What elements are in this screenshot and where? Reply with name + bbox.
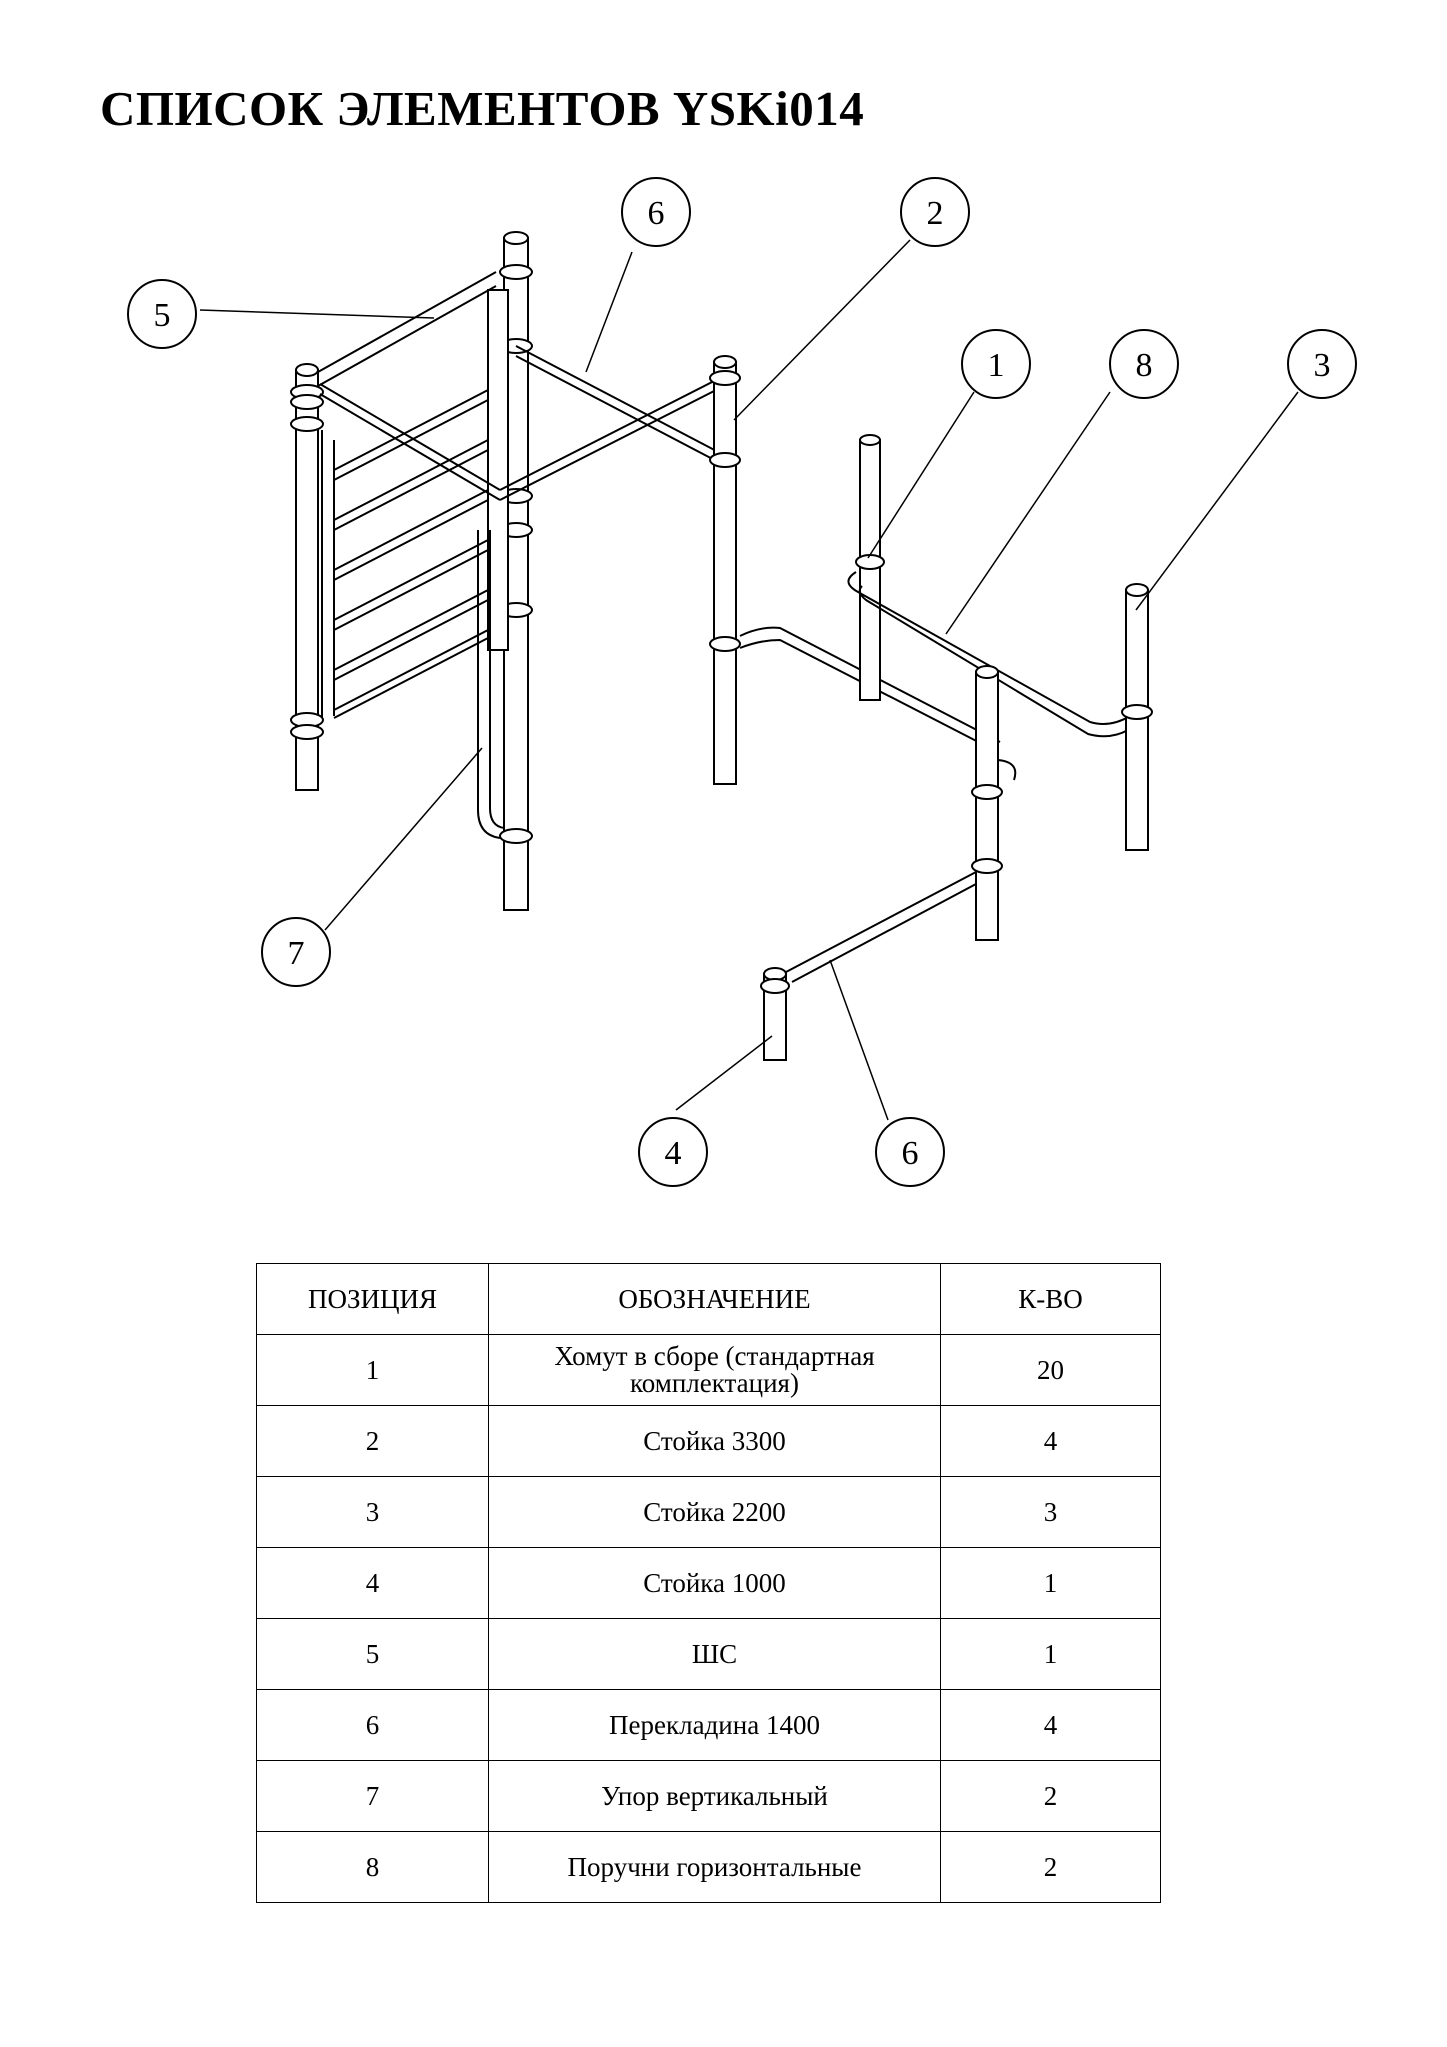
cell-quantity: 2 [940,1831,1161,1903]
table-row: 7 Упор вертикальный 2 [256,1760,1161,1832]
svg-text:1: 1 [988,347,1005,384]
cell-position: 1 [256,1334,489,1406]
assembly-drawing: 6 2 5 1 8 3 7 4 [127,177,1357,1187]
callouts: 6 2 5 1 8 3 7 4 [127,177,1357,1187]
table-row: 6 Перекладина 1400 4 [256,1689,1161,1761]
svg-text:2: 2 [927,195,944,232]
cell-position: 7 [256,1760,489,1832]
callout-4: 4 [638,1117,708,1187]
svg-text:8: 8 [1136,347,1153,384]
cell-position: 4 [256,1547,489,1619]
cell-quantity: 1 [940,1547,1161,1619]
header-quantity: К-ВО [940,1263,1161,1335]
cell-quantity: 4 [940,1405,1161,1477]
vertical-support [477,530,505,839]
svg-text:6: 6 [902,1135,919,1172]
post-3 [1121,583,1153,851]
cell-quantity: 3 [940,1476,1161,1548]
cell-position: 3 [256,1476,489,1548]
table-row: 1 Хомут в сборе (стандартная комплектаци… [256,1334,1161,1406]
table-row: 8 Поручни горизонтальные 2 [256,1831,1161,1903]
header-position: ПОЗИЦИЯ [256,1263,489,1335]
crossbars-top [319,345,725,501]
parts-table: ПОЗИЦИЯ ОБОЗНАЧЕНИЕ К-ВО 1 Хомут в сборе… [256,1263,1161,1903]
cell-quantity: 4 [940,1689,1161,1761]
cell-designation: Стойка 2200 [488,1476,941,1548]
post-4 [760,967,790,1061]
post-ladder-right [487,289,509,651]
table-row: 2 Стойка 3300 4 [256,1405,1161,1477]
post-2 [709,355,741,785]
cell-designation: ШС [488,1618,941,1690]
callout-3: 3 [1287,329,1357,399]
callout-2: 2 [900,177,970,247]
table-header-row: ПОЗИЦИЯ ОБОЗНАЧЕНИЕ К-ВО [256,1263,1161,1335]
post-center [971,665,1017,941]
cell-designation: Поручни горизонтальные [488,1831,941,1903]
callout-1: 1 [961,329,1031,399]
table-row: 5 ШС 1 [256,1618,1161,1690]
svg-text:4: 4 [665,1135,682,1172]
callout-6-top: 6 [621,177,691,247]
callout-5: 5 [127,279,197,349]
callout-8: 8 [1109,329,1179,399]
crossbar-lower [785,871,977,983]
header-designation: ОБОЗНАЧЕНИЕ [488,1263,941,1335]
svg-text:5: 5 [154,297,171,334]
leader-lines [199,239,1299,1121]
cell-designation: Стойка 1000 [488,1547,941,1619]
wall-bars [290,271,497,791]
table-row: 3 Стойка 2200 3 [256,1476,1161,1548]
post-1 [855,434,885,701]
cell-position: 6 [256,1689,489,1761]
cell-designation: Перекладина 1400 [488,1689,941,1761]
table-row: 4 Стойка 1000 1 [256,1547,1161,1619]
callout-7: 7 [261,917,331,987]
cell-quantity: 2 [940,1760,1161,1832]
handrail-8 [847,571,1131,738]
cell-quantity: 1 [940,1618,1161,1690]
cell-position: 2 [256,1405,489,1477]
svg-text:3: 3 [1314,347,1331,384]
handrail-1 [739,626,1001,749]
callout-6-bottom: 6 [875,1117,945,1187]
cell-designation: Хомут в сборе (стандартная комплектация) [488,1334,941,1406]
cell-quantity: 20 [940,1334,1161,1406]
page-title: СПИСОК ЭЛЕМЕНТОВ YSKi014 [100,81,865,136]
cell-designation: Упор вертикальный [488,1760,941,1832]
cell-position: 5 [256,1618,489,1690]
svg-text:6: 6 [648,195,665,232]
cell-designation: Стойка 3300 [488,1405,941,1477]
svg-text:7: 7 [288,935,305,972]
cell-position: 8 [256,1831,489,1903]
